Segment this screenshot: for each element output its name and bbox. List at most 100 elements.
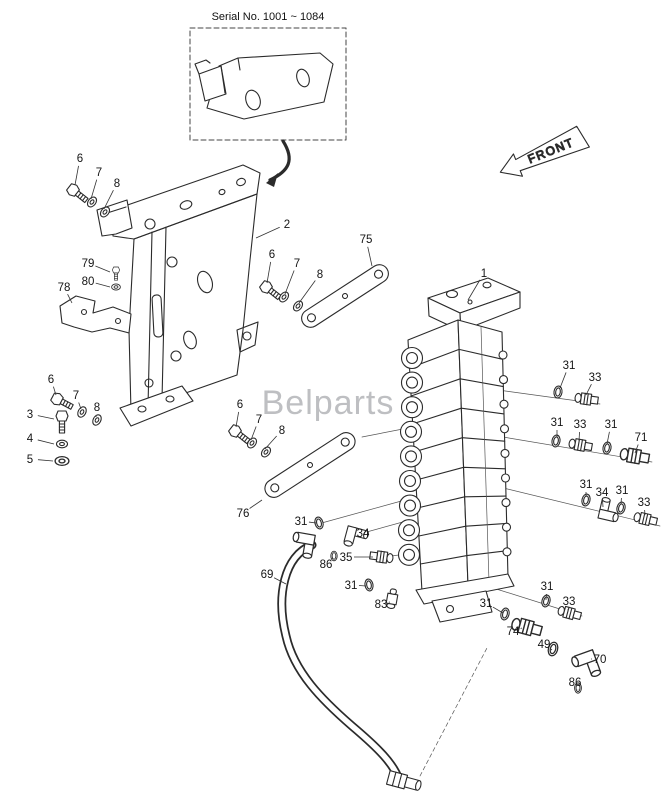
callout-leader-line [467, 279, 481, 301]
callout-leader-line [37, 439, 55, 445]
callout-label: 35 [340, 552, 353, 564]
callout-label: 8 [317, 269, 323, 281]
callout-label: 33 [563, 596, 576, 608]
oring-31 [552, 384, 564, 400]
callout-label: 31 [616, 485, 629, 497]
strap-75 [301, 264, 389, 328]
control-valve-assembly [397, 277, 521, 623]
callout-leader-line [255, 226, 280, 239]
callout-leader-line [331, 557, 334, 560]
inset-serial-title: Serial No. 1001 ~ 1084 [212, 11, 325, 23]
callout-leader-line [308, 521, 317, 524]
callout-label: 31 [580, 479, 593, 491]
callout-label: 49 [538, 639, 551, 651]
watermark-text: Belparts [262, 384, 395, 422]
callout-label: 33 [574, 419, 587, 431]
callout-leader-line [578, 431, 580, 442]
callout-label: 7 [96, 167, 102, 179]
callout-label: 34 [357, 528, 370, 540]
callout-label: 7 [256, 414, 262, 426]
oring-31 [499, 606, 511, 622]
callout-leader-line [266, 261, 272, 284]
callout-label: 71 [635, 432, 648, 444]
callout-leader-line [90, 179, 98, 200]
callout-leader-line [95, 282, 111, 288]
callout-label: 31 [563, 360, 576, 372]
oring-31 [550, 433, 562, 449]
mounting-bracket [96, 164, 261, 427]
callout-label: 6 [269, 249, 275, 261]
callout-label: 31 [541, 581, 554, 593]
bolt-washer-set-345 [54, 410, 70, 467]
callout-leader-line [95, 265, 111, 273]
callout-leader-line [67, 293, 73, 304]
plug-83 [384, 587, 400, 610]
callout-label: 70 [594, 654, 607, 666]
callout-leader-line [606, 431, 610, 445]
adapter-33 [567, 437, 594, 454]
callout-leader-line [284, 270, 295, 295]
callout-leader-line [264, 435, 277, 450]
callout-leader-line [634, 444, 639, 454]
inset-pointer-arrowhead [266, 173, 278, 187]
callout-label: 80 [82, 276, 95, 288]
callout-label: 31 [551, 417, 564, 429]
callout-leader-line [235, 411, 240, 428]
callout-leader-line [53, 386, 57, 396]
hose-end-fitting [385, 770, 422, 791]
callout-label: 8 [279, 425, 285, 437]
callout-label: 2 [284, 219, 290, 231]
serial-inset [189, 27, 347, 187]
callout-label: 79 [82, 258, 95, 270]
callout-label: 1 [481, 268, 487, 280]
callout-leader-line [367, 246, 373, 267]
inset-pointer-swoosh [268, 139, 291, 182]
callout-label: 74 [507, 626, 520, 638]
callout-label: 33 [638, 497, 651, 509]
callout-label: 86 [569, 677, 582, 689]
callout-label: 69 [261, 569, 274, 581]
callout-leader-line [550, 648, 553, 651]
callout-leader-line [37, 415, 55, 420]
callout-label: 31 [345, 580, 358, 592]
inset-bracket-drawing [194, 52, 334, 120]
callout-label: 31 [605, 419, 618, 431]
callout-label: 7 [73, 390, 79, 402]
bolt-group-upper-mid [257, 278, 305, 314]
callout-label: 83 [375, 599, 388, 611]
callout-label: 31 [295, 516, 308, 528]
oring-31 [363, 577, 375, 593]
callout-label: 6 [237, 399, 243, 411]
callout-label: 75 [360, 234, 373, 246]
callout-label: 3 [27, 409, 33, 421]
callout-label: 4 [27, 433, 34, 445]
callout-label: 8 [114, 178, 120, 190]
strap-76 [264, 432, 356, 498]
callout-label: 86 [320, 559, 333, 571]
callout-label: 31 [480, 598, 493, 610]
callout-leader-line [585, 383, 592, 396]
callout-leader-line [298, 280, 316, 304]
hose-69 [277, 531, 422, 791]
callout-label: 6 [48, 374, 54, 386]
callout-leader-line [250, 426, 257, 441]
callout-label: 78 [58, 282, 71, 294]
callout-leader-line [37, 459, 54, 462]
bolt-group-top-left [64, 181, 112, 220]
callout-label: 6 [77, 153, 83, 165]
front-direction-arrow: FRONT [499, 125, 590, 177]
callout-leader-line [74, 165, 79, 186]
washer-80 [111, 283, 121, 291]
callout-label: 8 [94, 402, 100, 414]
callout-leader-line [559, 372, 567, 389]
callout-label: 7 [294, 258, 300, 270]
adapter-71 [618, 446, 651, 467]
callout-leader-line [78, 402, 82, 410]
screw-79 [112, 266, 120, 281]
callout-leader-line [273, 577, 287, 585]
callout-leader-line [492, 606, 504, 614]
inset-dashed-border [189, 27, 347, 141]
callout-label: 5 [27, 454, 33, 466]
